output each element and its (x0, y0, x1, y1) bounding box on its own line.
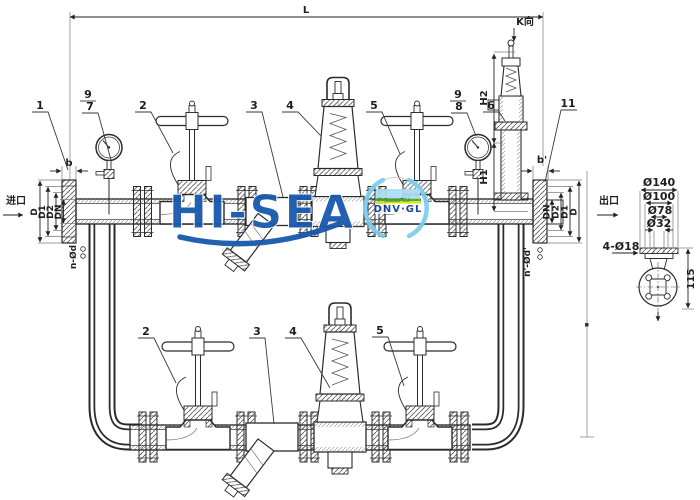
outlet-bolt-spec: n'-Ød' (522, 247, 533, 277)
callout-2-top: 2 (139, 99, 147, 112)
callout-3-bottom: 3 (253, 325, 261, 338)
globe-valve-2-bottom (161, 325, 235, 451)
globe-valve-5-bottom (383, 325, 457, 451)
dim-L-label: L (303, 5, 310, 16)
kview-height: 115 (686, 269, 697, 290)
callout-6: 6 (487, 99, 495, 112)
dim-h1-label: H1 (479, 169, 490, 184)
kview-od: Ø140 (643, 176, 676, 189)
dimension-flange-b-outlet: b' (521, 155, 560, 180)
outlet-dim-d2: D2 (552, 205, 562, 219)
inlet-dim-d1: D1 (38, 205, 48, 219)
callout-leaders (32, 100, 577, 425)
kview-bolt-circle: Ø100 (643, 190, 676, 203)
callout-1: 1 (36, 99, 44, 112)
k-view-flange-detail: Ø140 Ø100 Ø78 Ø32 4-Ø18 115 (603, 176, 697, 322)
dim-b-label: b (65, 158, 72, 169)
outlet-port: 出口 (597, 194, 619, 218)
safety-valve (487, 39, 529, 201)
callout-numbers: 1 9 7 2 3 4 5 9 8 6 11 2 3 4 5 (36, 88, 575, 338)
callout-4-top: 4 (286, 99, 294, 112)
callout-5-top: 5 (370, 99, 378, 112)
callout-2-bottom: 2 (142, 325, 150, 338)
kview-bore: Ø32 (647, 217, 672, 230)
outlet-dim-d: D (570, 208, 580, 215)
view-k-label: K向 (516, 15, 534, 28)
outlet-diameter-dims: DN D2 D1 D n'-Ød' (522, 179, 582, 277)
inlet-bolt-spec: n-Ød (68, 245, 79, 269)
kview-raised-face: Ø78 (648, 204, 673, 217)
inlet-port: 进口 (3, 194, 26, 218)
dim-b2-label: b' (537, 155, 547, 166)
callout-5-bottom: 5 (376, 324, 384, 337)
outlet-dim-d1: D1 (561, 205, 571, 219)
inlet-dim-d2: D2 (46, 205, 56, 219)
dimension-h2-h1: H2 H1 (479, 51, 528, 212)
bypass-pipe-left (88, 215, 142, 451)
callout-8: 8 (455, 100, 463, 113)
inlet-dim-dn: DN (54, 204, 64, 219)
inlet-flange (61, 179, 86, 259)
dnv-gl-watermark: DNV·GL (363, 177, 429, 239)
outlet-dim-dn: DN (543, 204, 553, 219)
callout-9-left: 9 (84, 88, 92, 101)
right-extension-line (580, 171, 594, 438)
dimension-overall-length: L (69, 5, 544, 179)
view-k-arrow: K向 (511, 15, 534, 42)
pressure-reducing-valve-bottom (313, 302, 367, 475)
kview-bolt-holes: 4-Ø18 (603, 240, 640, 253)
dim-h2-label: H2 (479, 90, 490, 105)
dnv-gl-label: DNV·GL (374, 204, 423, 215)
inlet-diameter-dims: D D1 D2 DN n-Ød (30, 179, 79, 269)
callout-9-right: 9 (454, 88, 462, 101)
hi-sea-watermark: HI-SEA (168, 185, 354, 247)
callout-3-top: 3 (250, 99, 258, 112)
callout-11: 11 (560, 97, 575, 110)
inlet-label: 进口 (6, 194, 26, 207)
dimension-flange-b-inlet: b (50, 158, 88, 180)
callout-4-bottom: 4 (289, 325, 297, 338)
inlet-dim-d: D (30, 208, 40, 215)
outlet-label: 出口 (599, 194, 619, 207)
bypass-pipe-right (472, 215, 525, 451)
callout-7: 7 (86, 100, 94, 113)
